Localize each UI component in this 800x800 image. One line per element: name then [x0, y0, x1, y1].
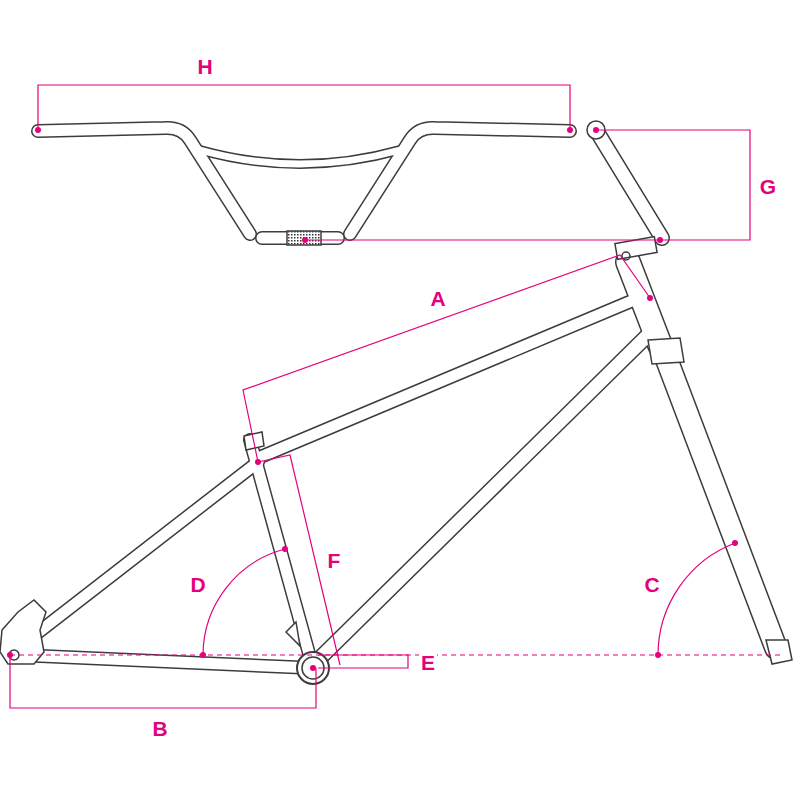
fork-dropout — [766, 640, 792, 664]
bar-rise-line — [305, 130, 750, 240]
dimension-label: C — [642, 573, 661, 596]
bar-width-line — [38, 85, 570, 130]
frame-tubes — [18, 128, 776, 668]
fork-leg-fill — [665, 355, 776, 648]
handlebar-brace-fill — [200, 150, 400, 164]
handlebar-left — [38, 128, 250, 234]
dimension-label: B — [150, 717, 169, 740]
gusset — [286, 622, 300, 646]
seat-tube-fill — [250, 440, 313, 668]
handlebar-left-fill — [38, 128, 250, 234]
dimension-label: G — [758, 175, 778, 198]
dimension-dots — [7, 127, 738, 671]
handlebar-right — [350, 128, 570, 234]
dimension-dot — [200, 652, 206, 658]
chainstay — [18, 655, 313, 668]
dimension-label: F — [326, 549, 343, 572]
chainstay-line — [10, 655, 316, 708]
dimension-dot — [302, 237, 308, 243]
fork-crown — [648, 338, 684, 364]
dimension-label: D — [188, 573, 207, 596]
chainstay-fill — [18, 655, 313, 668]
down-tube-fill — [318, 335, 648, 660]
top-tube — [258, 300, 634, 458]
tube-outlines — [18, 128, 776, 668]
top-tube-fill — [258, 300, 634, 458]
tube-fills — [18, 128, 776, 668]
dimension-dot — [593, 127, 599, 133]
dimension-dot — [647, 295, 653, 301]
handlebar-center — [262, 231, 338, 245]
top-tube-line — [243, 255, 650, 462]
down-tube — [318, 335, 648, 660]
seatstay — [22, 462, 258, 645]
dimension-dot — [732, 540, 738, 546]
dimension-label: H — [195, 55, 214, 78]
dimension-lines — [10, 85, 780, 708]
dimension-dot — [567, 127, 573, 133]
dimension-label: A — [428, 287, 447, 310]
frame-details — [0, 121, 792, 684]
fork-leg — [665, 355, 776, 648]
seat-tube — [250, 440, 313, 668]
stem-fill — [596, 130, 662, 238]
stem — [596, 130, 662, 238]
dimension-dot — [282, 546, 288, 552]
seatstay-fill — [22, 462, 258, 645]
bar-knurling — [287, 231, 321, 245]
handlebar-brace — [200, 150, 400, 164]
dimension-dot — [7, 652, 13, 658]
head-angle-arc — [658, 543, 735, 655]
dimension-dot — [310, 665, 316, 671]
dimension-dot — [35, 127, 41, 133]
dimension-label: E — [419, 651, 437, 674]
bb-drop-line — [318, 655, 408, 668]
handlebar-right-fill — [350, 128, 570, 234]
dimension-dot — [655, 652, 661, 658]
dimension-dot — [657, 237, 663, 243]
dimension-dot — [255, 459, 261, 465]
seat-angle-arc — [203, 549, 285, 655]
